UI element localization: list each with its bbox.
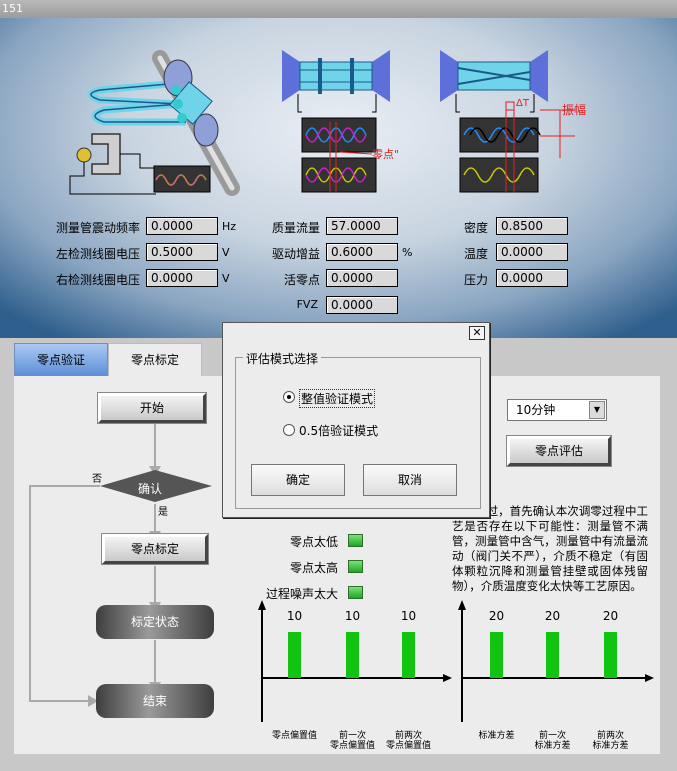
amplitude-marker: 振幅 [562,102,586,117]
hint-text: 零通不过，首先确认本次调零过程中工艺是否存在以下可能性：测量管不满管，测量管中含… [452,504,648,593]
value-fvz: 0.0000 [326,296,398,314]
zero-point-marker: 零点" [372,148,399,161]
chart-0-data-label-1: 10 [345,609,360,623]
scope-display-3 [301,157,377,193]
scope-display-4 [459,117,539,153]
confirm-diamond [100,470,212,502]
window-title: 151 [2,2,23,15]
label-pressure: 压力 [463,273,488,287]
label-drive-gain: 驱动增益 [271,247,320,261]
unit-v-right: V [222,272,230,285]
duration-value: 10分钟 [516,403,556,417]
value-pressure: 0.0000 [496,269,568,287]
value-tube-frequency: 0.0000 [146,217,218,235]
delta-t-marker: ΔT [516,98,530,109]
label-density: 密度 [463,221,488,235]
chart-1-data-label-1: 20 [545,609,560,623]
tab-zero-verification[interactable]: 零点验证 [14,343,108,377]
label-zero-too-high: 零点太高 [289,561,338,575]
calibration-state-indicator: 标定状态 [96,605,214,639]
straight-tube-diagram [282,50,390,113]
chart-1-tick-label-1-1: 标准方差 [534,739,570,751]
value-right-coil-voltage: 0.0000 [146,269,218,287]
chart-0-bar-2 [402,632,415,678]
start-button[interactable]: 开始 [97,392,207,424]
branch-yes-label: 是 [158,507,168,518]
chart-1-tick-label-2-1: 标准方差 [592,739,628,751]
unit-hz: Hz [222,220,237,233]
pickup-coil-icon [69,133,156,195]
end-indicator: 结束 [96,684,214,718]
label-right-coil-voltage: 右检测线圈电压 [55,273,140,287]
label-tube-frequency: 测量管震动频率 [55,221,140,235]
chart-0-tick-label-1-0: 前一次 [339,729,366,741]
zero-calibrate-button[interactable]: 零点标定 [101,533,209,565]
label-zero-too-low: 零点太低 [289,535,338,549]
chart-0-data-label-0: 10 [287,609,302,623]
label-mass-flow: 质量流量 [271,221,320,235]
evaluation-mode-dialog: ✕ 评估模式选择 整值验证模式 0.5倍验证模式 确定 取消 [222,322,490,518]
chart-0-tick-label-2-0: 前两次 [395,729,422,741]
radio-full-value-mode[interactable] [283,391,295,403]
indicator-process-noise [348,586,363,599]
unit-v-left: V [222,246,230,259]
option-full-value-mode[interactable]: 整值验证模式 [299,389,376,408]
indicator-zero-too-high [348,560,363,573]
label-temperature: 温度 [463,247,488,261]
zero-evaluate-button[interactable]: 零点评估 [506,435,612,467]
radio-half-mode[interactable] [283,424,295,436]
close-icon: ✕ [472,326,482,339]
chart-0-bar-1 [346,632,359,678]
label-live-zero: 活零点 [283,273,320,287]
label-fvz: FVZ [296,298,318,311]
flowmeter-diagram: 零点" ΔT 振幅 [69,50,586,196]
bent-tube-diagram [440,50,548,113]
chevron-down-icon[interactable]: ▼ [589,401,605,419]
scope-display-1 [153,165,211,193]
chart-1-bar-1 [546,632,559,678]
value-mass-flow: 57.0000 [326,217,398,235]
chart-0-y-arrow [258,600,266,610]
chart-1-tick-label-1-0: 前一次 [539,729,566,741]
tab-zero-calibration[interactable]: 零点标定 [108,343,202,377]
mode-group-title: 评估模式选择 [243,350,322,367]
scope-display-5 [459,157,539,193]
chart-1-y-arrow [458,600,466,610]
value-temperature: 0.0000 [496,243,568,261]
value-drive-gain: 0.6000 [326,243,398,261]
branch-no-label: 否 [92,474,102,485]
chart-1-tick-label-2-0: 前两次 [597,729,624,741]
window-title-bar: 151 [0,0,677,18]
confirm-label[interactable]: 确认 [138,482,163,496]
option-half-mode[interactable]: 0.5倍验证模式 [299,424,379,438]
chart-1-bar-0 [490,632,503,678]
label-left-coil-voltage: 左检测线圈电压 [55,247,140,261]
value-density: 0.8500 [496,217,568,235]
chart-1-data-label-0: 20 [489,609,504,623]
chart-0-tick-label-2-1: 零点偏置值 [386,739,431,751]
chart-1-tick-label-0-0: 标准方差 [478,729,514,741]
chart-0-tick-label-0-0: 零点偏置值 [272,729,317,741]
chart-1-bar-2 [604,632,617,678]
indicator-zero-too-low [348,534,363,547]
chart-1-data-label-2: 20 [603,609,618,623]
label-process-noise: 过程噪声太大 [265,587,338,601]
value-left-coil-voltage: 0.5000 [146,243,218,261]
chart-0-tick-label-1-1: 零点偏置值 [330,739,375,751]
sensor-pipe-icon [87,50,240,196]
duration-select[interactable]: 10分钟 ▼ [507,399,607,421]
cancel-button[interactable]: 取消 [363,464,457,496]
chart-0-data-label-2: 10 [401,609,416,623]
chart-0-x-arrow [443,674,452,682]
scope-display-2 [301,117,377,153]
dialog-close-button[interactable]: ✕ [469,326,485,340]
unit-percent: % [402,246,413,259]
chart-0-bar-0 [288,632,301,678]
value-live-zero: 0.0000 [326,269,398,287]
ok-button[interactable]: 确定 [251,464,345,496]
mode-group [235,357,481,509]
chart-1-x-arrow [645,674,654,682]
